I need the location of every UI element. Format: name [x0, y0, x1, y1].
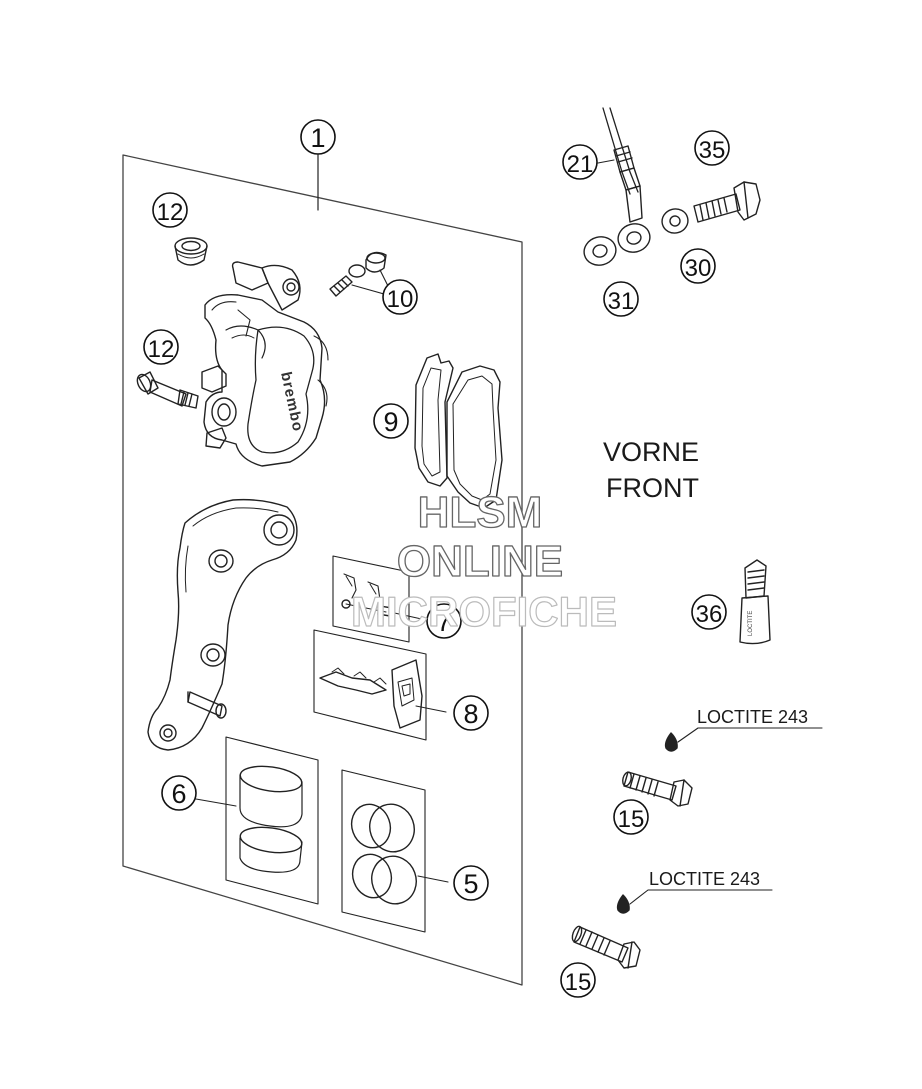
watermark-line-1: HLSM — [418, 488, 543, 537]
label-front: FRONT — [606, 473, 699, 503]
brake-line-part — [602, 107, 651, 253]
leader-8 — [415, 705, 447, 713]
callout-circle-1 — [300, 119, 336, 155]
callout-12-lower: 12 — [148, 336, 175, 363]
callout-circle-21 — [562, 144, 598, 180]
callout-21: 21 — [567, 151, 594, 178]
washer-30-part — [661, 208, 689, 234]
pad-spring-kit-part — [332, 555, 410, 643]
bleed-screw-part — [329, 251, 387, 297]
bleed-cap-part — [174, 237, 208, 266]
callout-circle-10 — [382, 279, 418, 315]
threadlocker-bottle-part: LOCTITE — [739, 559, 771, 645]
callout-8: 8 — [463, 699, 478, 729]
label-vorne: VORNE — [603, 437, 699, 467]
callout-7: 7 — [436, 607, 451, 637]
callout-circle-30 — [680, 248, 716, 284]
watermark-line-3: MICROFICHE — [351, 588, 617, 635]
callout-12-upper: 12 — [157, 199, 184, 226]
callout-circle-9 — [373, 403, 409, 439]
caliper-body-part: brembo — [201, 261, 329, 467]
label-loctite-lower: LOCTITE 243 — [649, 869, 760, 889]
piston-kit-part — [225, 736, 319, 905]
leader-loctite-lower — [629, 889, 773, 905]
mounting-bolt-upper-part — [622, 771, 693, 807]
loctite-drop-lower — [616, 894, 630, 914]
callout-36: 36 — [696, 601, 723, 628]
callout-circle-6 — [161, 775, 197, 811]
mounting-bolt-lower-part — [571, 925, 641, 969]
callout-circle-35 — [694, 130, 730, 166]
callout-circle-12a — [152, 192, 188, 228]
callout-35: 35 — [699, 137, 726, 164]
callout-circle-8 — [453, 695, 489, 731]
callout-9: 9 — [383, 407, 398, 437]
seal-kit-part — [341, 769, 426, 933]
callout-6: 6 — [171, 779, 186, 809]
callout-circle-12b — [143, 329, 179, 365]
svg-text:LOCTITE: LOCTITE — [748, 611, 754, 636]
callout-5: 5 — [463, 869, 478, 899]
leader-10 — [351, 284, 385, 295]
callout-30: 30 — [685, 255, 712, 282]
banjo-bolt-part — [693, 181, 761, 223]
leader-10b — [379, 269, 389, 287]
callout-15-upper: 15 — [618, 806, 645, 833]
washer-31-part — [583, 236, 617, 266]
callout-circle-15a — [613, 799, 649, 835]
caliper-bolt-part — [136, 371, 199, 409]
callout-circle-5 — [453, 865, 489, 901]
callout-circle-15b — [560, 962, 596, 998]
loctite-drop-upper — [664, 732, 678, 752]
callout-circle-31 — [603, 281, 639, 317]
brake-pads-part — [414, 353, 503, 509]
label-loctite-upper: LOCTITE 243 — [697, 707, 808, 727]
callout-31: 31 — [608, 288, 635, 315]
callout-1: 1 — [310, 123, 325, 153]
kit-boundary — [122, 154, 523, 986]
watermark-line-2: ONLINE — [397, 537, 563, 586]
leader-5 — [417, 875, 449, 883]
leader-21 — [597, 159, 615, 164]
callout-10: 10 — [387, 286, 414, 313]
callout-circle-36 — [691, 594, 727, 630]
leader-7 — [389, 611, 427, 621]
pin-spring-kit-part — [313, 629, 427, 741]
caliper-brand-text: brembo — [277, 370, 306, 433]
leader-loctite-upper — [677, 727, 823, 743]
callout-15-lower: 15 — [565, 969, 592, 996]
callout-circle-7 — [426, 603, 462, 639]
caliper-bracket-part — [147, 498, 298, 751]
leader-6 — [195, 798, 237, 807]
